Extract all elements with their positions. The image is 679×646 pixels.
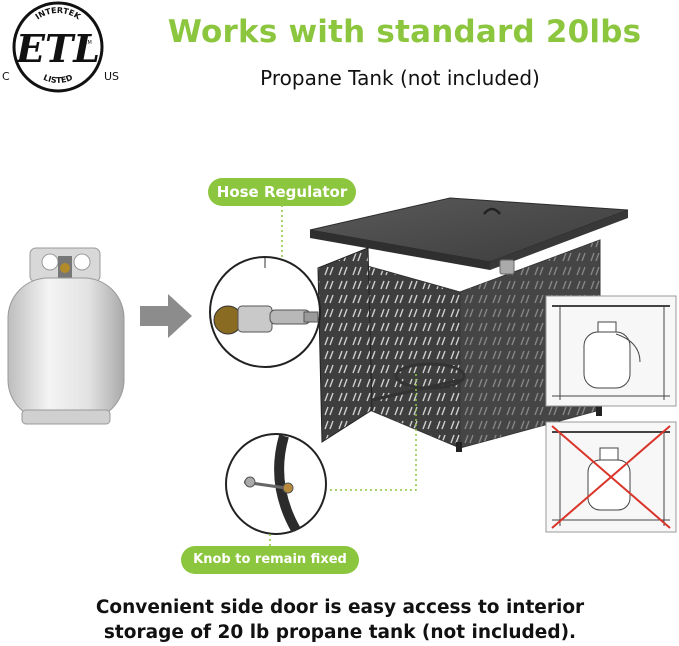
propane-tank [7,247,125,425]
knob-fixed-label: Knob to remain fixed [181,546,359,574]
logo-bottom-text: LISTED [42,73,74,85]
hose-regulator-inset [209,256,321,368]
subheadline: Propane Tank (not included) [260,66,540,90]
incorrect-storage-diagram [545,421,677,533]
correct-storage-diagram [545,295,677,407]
logo-right-text: US [104,70,119,83]
caption-line-2: storage of 20 lb propane tank (not inclu… [103,622,577,643]
knob-inset [225,433,327,535]
svg-text:INTERTEK: INTERTEK [34,6,83,22]
etl-listed-logo: INTERTEK LISTED ETL CM C US [2,1,119,93]
hose-regulator-label: Hose Regulator [208,178,356,206]
product-illustration [7,197,677,546]
caption: Convenient side door is easy access to i… [10,595,670,645]
logo-top-text: INTERTEK [34,6,83,22]
logo-mark-text: ETL [15,26,100,71]
logo-cm-text: CM [84,40,92,46]
headline: Works with standard 20lbs [167,14,642,50]
svg-text:LISTED: LISTED [42,73,74,85]
logo-left-text: C [2,70,10,83]
callout-leaders [269,205,417,546]
caption-line-1: Convenient side door is easy access to i… [95,597,585,618]
arrow-icon [140,294,192,338]
